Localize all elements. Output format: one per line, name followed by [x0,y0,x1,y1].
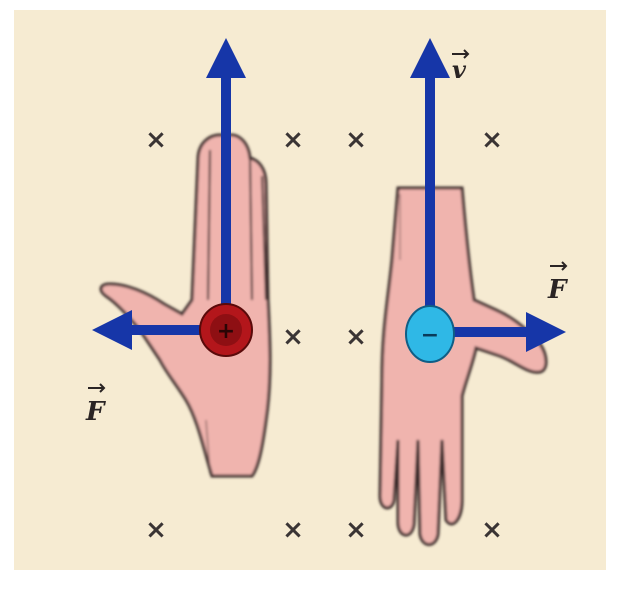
force-left-label: F [85,397,106,427]
field-cross: × [345,515,367,545]
velocity-label-group: v [452,50,468,84]
force-right-label: F [547,275,568,305]
field-cross: × [481,515,503,545]
field-cross: × [145,515,167,545]
field-cross: × [145,125,167,155]
field-cross: × [282,515,304,545]
field-cross: × [345,322,367,352]
velocity-label: v [452,55,467,84]
field-cross: × [345,125,367,155]
positive-charge-sign: + [217,319,235,344]
negative-charge-sign: − [421,323,439,348]
field-cross: × [282,322,304,352]
positive-charge: + [200,304,252,356]
field-cross: × [282,125,304,155]
negative-charge: − [406,306,454,362]
field-cross: × [481,125,503,155]
